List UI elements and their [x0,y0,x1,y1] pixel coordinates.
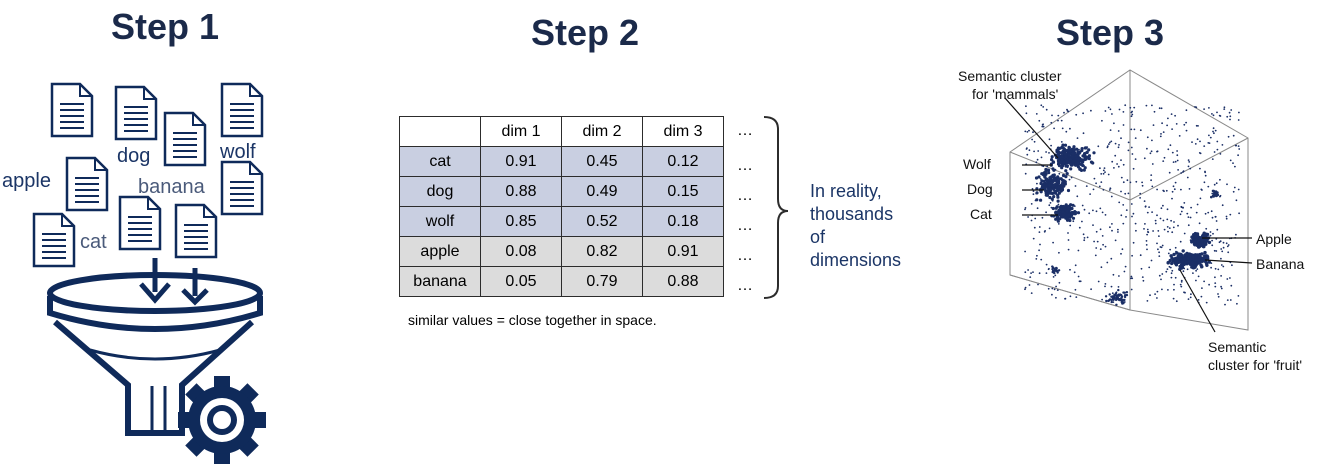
gear-icon [178,376,266,464]
cell-value: 0.88 [642,266,724,297]
row-label: apple [399,236,481,267]
cell-value: 0.12 [642,146,724,177]
reality-note: In reality, thousands of dimensions [810,180,901,272]
similarity-note: similar values = close together in space… [408,312,657,328]
step2-title: Step 2 [530,12,640,53]
label-wolf: Wolf [963,156,991,172]
cell-value: 0.91 [480,146,562,177]
document-icon [118,195,162,251]
cell-value: 0.88 [480,176,562,207]
fruit-cluster-label-line2: cluster for 'fruit' [1208,357,1303,373]
step1-title: Step 1 [110,6,220,47]
funnel-icon [47,272,263,436]
ellipsis: … [737,277,753,294]
document-icon [220,82,264,138]
table-row: cat 0.91 0.45 0.12 [399,146,724,177]
mammal-cluster-label-line1: Semantic cluster [958,68,1062,84]
cell-value: 0.15 [642,176,724,207]
ellipsis: … [737,157,753,174]
header-cell: dim 2 [561,116,643,147]
document-icon [163,111,207,167]
table-header-row: dim 1 dim 2 dim 3 [399,116,724,147]
label-cat: Cat [970,206,992,222]
fruit-cluster-label-line1: Semantic [1208,339,1267,355]
ellipsis: … [737,187,753,204]
document-icon [65,156,109,212]
table-row: wolf 0.85 0.52 0.18 [399,206,724,237]
cell-value: 0.85 [480,206,562,237]
label-dog: Dog [967,181,993,197]
document-icon [220,160,264,216]
row-label: cat [399,146,481,177]
table-row: banana 0.05 0.79 0.88 [399,266,724,297]
label-banana: Banana [1256,256,1305,272]
header-cell: dim 3 [642,116,724,147]
word-banana: banana [138,176,205,198]
cell-value: 0.82 [561,236,643,267]
ellipsis: … [737,247,753,264]
word-cat: cat [80,231,107,253]
reality-line: dimensions [810,250,902,270]
reality-line: In reality, [810,181,882,201]
document-icon [114,85,158,141]
reality-line: of [810,227,826,247]
header-cell [399,116,481,147]
cell-value: 0.91 [642,236,724,267]
curly-brace [763,116,789,299]
header-cell: dim 1 [480,116,562,147]
cell-value: 0.49 [561,176,643,207]
reality-line: thousands [810,204,894,224]
document-icon [32,212,76,268]
point-cloud [1024,104,1241,306]
step3-title: Step 3 [1055,12,1165,53]
row-label: wolf [399,206,481,237]
arrow-down-icon [139,258,171,304]
arrow-down-icon [181,268,209,306]
word-wolf: wolf [220,141,256,163]
embedding-table: dim 1 dim 2 dim 3 cat 0.91 0.45 0.12 dog… [399,116,724,297]
cell-value: 0.45 [561,146,643,177]
label-apple: Apple [1256,231,1292,247]
document-icon [174,203,218,259]
word-apple: apple [2,170,51,192]
step1-illustration [32,82,266,464]
mammal-cluster-label-line2: for 'mammals' [972,86,1059,102]
cell-value: 0.52 [561,206,643,237]
scatter-cube [1004,69,1253,333]
table-row: apple 0.08 0.82 0.91 [399,236,724,267]
cell-value: 0.05 [480,266,562,297]
ellipsis: … [737,122,753,139]
row-label: dog [399,176,481,207]
ellipsis: … [737,217,753,234]
row-label: banana [399,266,481,297]
cell-value: 0.79 [561,266,643,297]
cell-value: 0.08 [480,236,562,267]
document-icon [50,82,94,138]
cell-value: 0.18 [642,206,724,237]
word-dog: dog [117,145,151,167]
table-row: dog 0.88 0.49 0.15 [399,176,724,207]
